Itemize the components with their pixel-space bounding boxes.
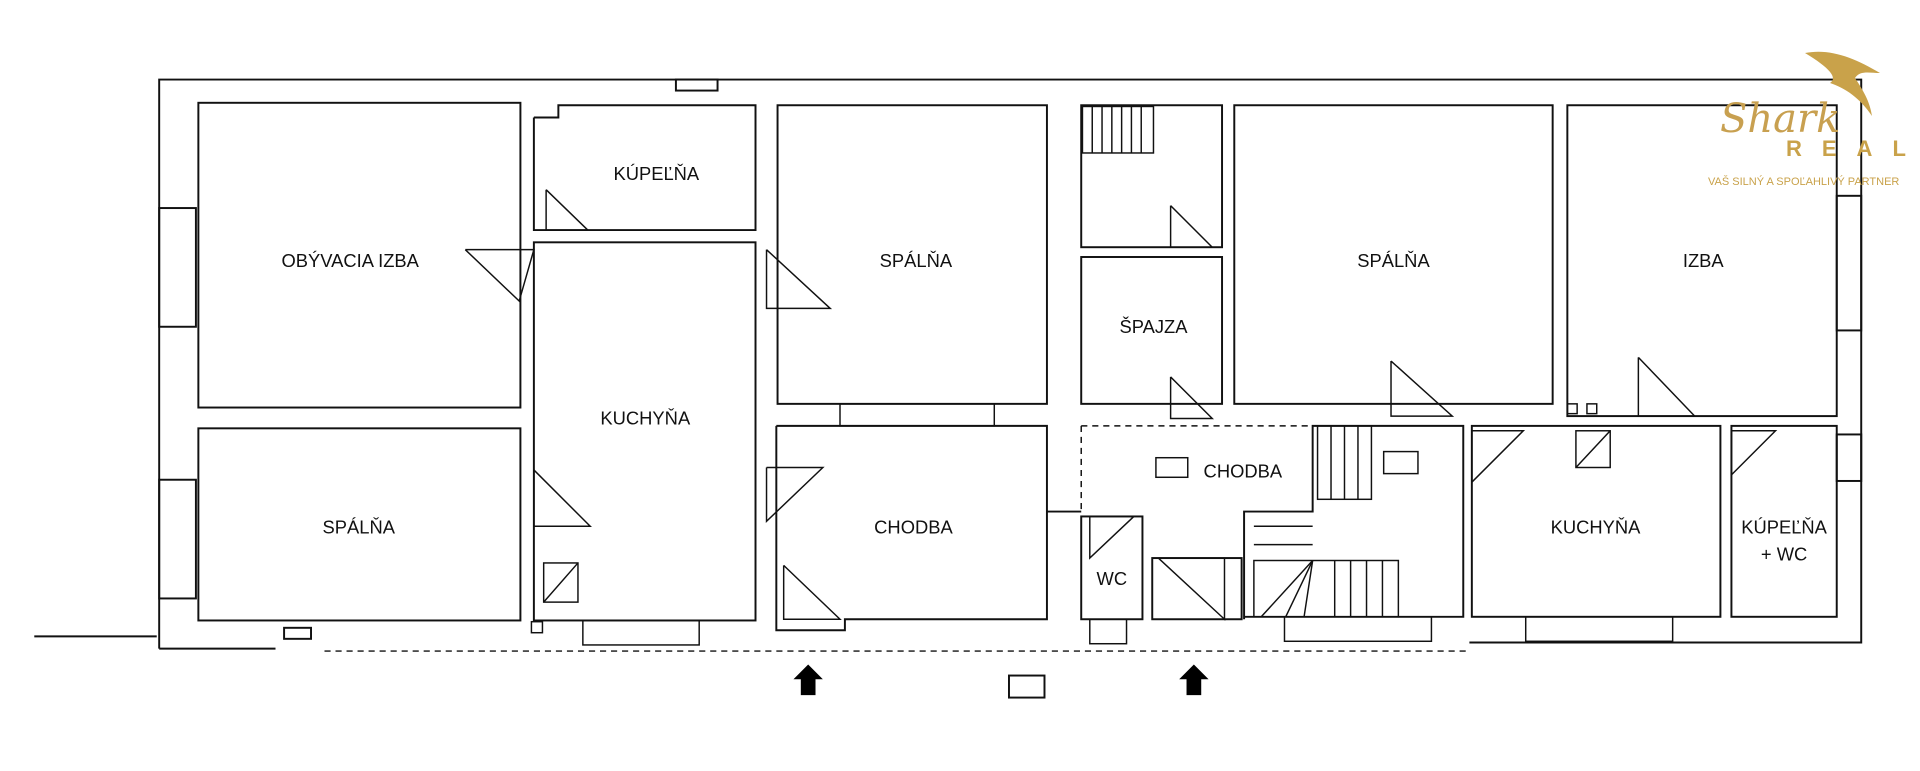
room-label-kuchyna: KUCHYŇA [1551,517,1642,538]
entrance-arrow-icon [793,664,823,696]
room-label-wc: WC [1097,568,1128,589]
shark-real-logo: Shark REAL VAŠ SILNÝ A SPOĽAHLIVÝ PARTNE… [1700,48,1906,198]
room-labels: OBÝVACIA IZBA SPÁLŇA KÚPEĽŇA KUCHYŇA SPÁ… [281,163,1827,589]
room-label-kupelna-wc: + WC [1761,544,1807,565]
room-label-spalna: SPÁLŇA [1357,250,1430,271]
stairs [1081,105,1400,618]
entrance-arrow-icon [1179,664,1209,696]
logo-tagline: VAŠ SILNÝ A SPOĽAHLIVÝ PARTNER [1708,176,1900,188]
room-label-kupelna: KÚPEĽŇA [613,163,699,184]
room-label-spalna: SPÁLŇA [880,250,953,271]
room-label-izba: IZBA [1683,250,1725,271]
room-label-spajza: ŠPAJZA [1119,316,1188,337]
room-label-chodba: CHODBA [874,517,953,538]
shark-icon [1805,51,1880,116]
logo-word: REAL [1786,136,1920,161]
doors [464,189,1778,634]
room-label-spalna: SPÁLŇA [323,517,396,538]
room-label-obyvacia-izba: OBÝVACIA IZBA [281,250,419,271]
room-label-chodba: CHODBA [1204,460,1283,481]
room-label-kupelna-wc: KÚPEĽŇA [1741,517,1827,538]
logo-script: Shark [1720,96,1841,142]
outer-walls [34,78,1863,699]
room-label-kuchyna: KUCHYŇA [600,408,691,429]
rooms [197,101,1838,696]
